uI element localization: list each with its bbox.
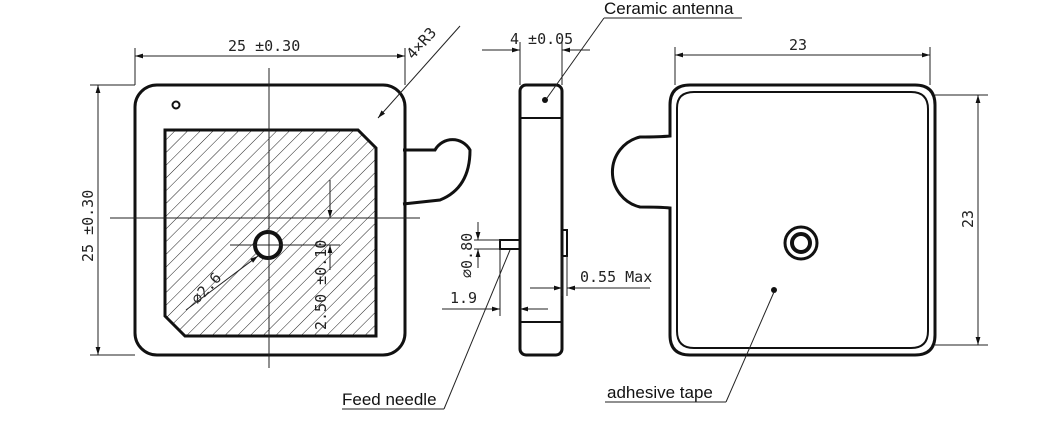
adhesive-tape-leader	[725, 291, 775, 403]
feed-needle-leader	[443, 249, 511, 410]
feed-needle-label: Feed needle	[342, 390, 437, 409]
front-height-dimension: 25 ±0.30	[79, 190, 97, 262]
corner-radius-leader	[377, 25, 461, 119]
hole-diameter-leader	[185, 255, 259, 311]
back-view: 23 23 adhesive tape	[605, 36, 988, 403]
side-ceramic-dot	[542, 97, 548, 103]
front-view: 25 ±0.30 25 ±0.30 4×R3 ∅2.6 2.50 ±0.10	[79, 24, 472, 368]
side-body	[518, 83, 564, 357]
corner-radius-label: 4×R3	[403, 24, 441, 63]
front-width-dimension: 25 ±0.30	[228, 37, 300, 55]
back-adhesive-border	[676, 91, 929, 349]
side-view: 4 ±0.05 ∅0.80 1.9 0.55 Max Ceramic anten…	[342, 0, 742, 410]
feed-offset-label: 2.50 ±0.10	[312, 240, 330, 330]
needle-diameter-label: ∅0.80	[458, 233, 476, 278]
back-height-dimension: 23	[959, 210, 977, 228]
back-width-dimension: 23	[789, 36, 807, 54]
side-tape-layer	[561, 229, 568, 257]
back-feed-inner	[790, 232, 812, 254]
ceramic-antenna-leader	[546, 17, 605, 99]
front-tab	[402, 138, 472, 206]
tape-thickness-label: 0.55 Max	[580, 268, 652, 286]
ceramic-antenna-label: Ceramic antenna	[604, 0, 734, 18]
back-outline	[610, 83, 937, 357]
side-feed-needle	[499, 239, 521, 250]
back-tape-dot	[771, 287, 777, 293]
needle-length-label: 1.9	[450, 289, 477, 307]
side-thickness-label: 4 ±0.05	[510, 30, 573, 48]
front-small-mark	[171, 100, 181, 110]
front-body-outline	[133, 83, 407, 357]
adhesive-tape-label: adhesive tape	[607, 383, 713, 402]
